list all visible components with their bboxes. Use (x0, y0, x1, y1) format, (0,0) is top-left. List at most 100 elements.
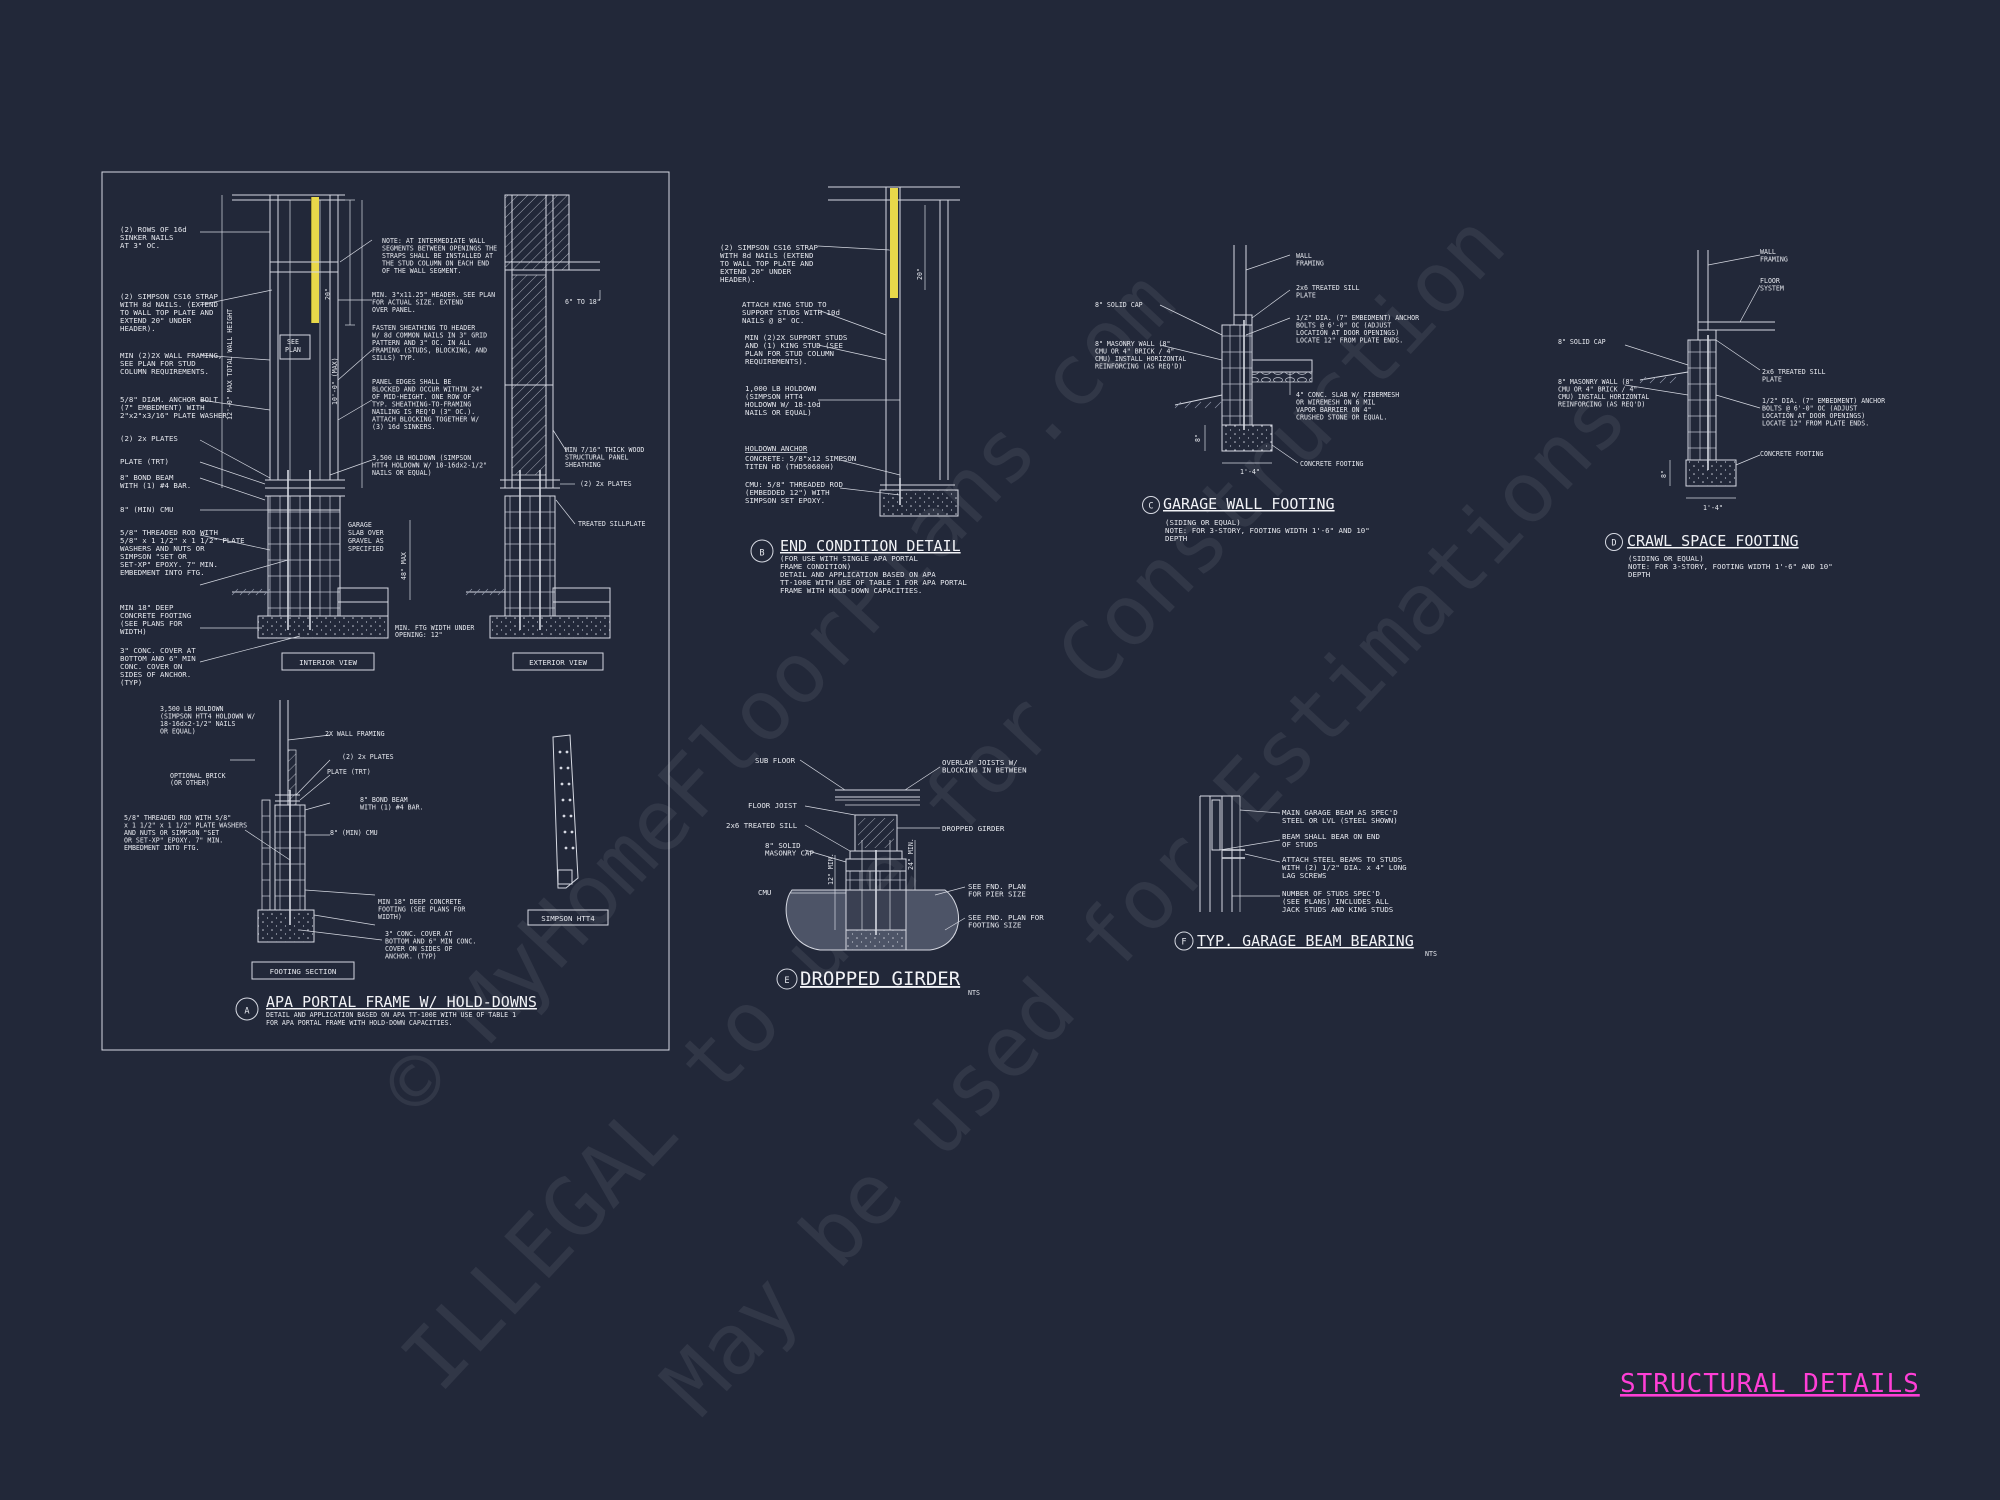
detail-b-note-20: (EMBEDDED 12") WITH (745, 488, 830, 497)
detail-e-note-8: CMU (758, 888, 771, 897)
detail-f-garage-beam-bearing-drawing (1199, 795, 1281, 912)
detail-a-note-left-28: WIDTH) (120, 627, 147, 636)
detail-d-desc-2: DEPTH (1628, 570, 1650, 579)
detail-a-note-mid-2: STRAPS SHALL BE INSTALLED AT (382, 252, 493, 260)
detail-b-desc-4: FRAME WITH HOLD-DOWN CAPACITIES. (780, 586, 922, 595)
detail-a-note-footing-20: 3" CONC. COVER AT (385, 930, 453, 938)
detail-a-desc-1: DETAIL AND APPLICATION BASED ON APA TT-1… (266, 1011, 516, 1019)
detail-a-see-plan-1: PLAN (285, 346, 301, 354)
detail-b-note-12: 1,000 LB HOLDOWN (745, 384, 816, 393)
detail-c-note-4: 1/2" DIA. (7" EMBEDMENT) ANCHOR (1296, 314, 1419, 322)
detail-a-note-left-26: CONCRETE FOOTING (120, 611, 191, 620)
detail-c-note-13: 8" SOLID CAP (1095, 301, 1143, 309)
detail-f-scale: NTS (1425, 950, 1437, 958)
detail-f-tag: F (1181, 938, 1186, 948)
detail-c-note-9: OR WIREMESH ON 6 MIL (1296, 399, 1375, 407)
detail-f-note-2: BEAM SHALL BEAR ON END (1282, 832, 1380, 841)
detail-b-note-0: (2) SIMPSON CS16 STRAP (720, 243, 818, 252)
simpson-htt4-drawing (527, 734, 609, 926)
detail-e-dropped-girder-drawing (785, 759, 966, 951)
detail-a-note-ext-3: (2) 2x PLATES (580, 480, 632, 488)
annotation-text-layer: STRUCTURAL DETAILS(2) ROWS OF 16dSINKER … (120, 225, 1920, 1399)
detail-f-tag-circle (1174, 931, 1194, 951)
detail-a-desc-2: FOR APA PORTAL FRAME WITH HOLD-DOWN CAPA… (266, 1019, 453, 1027)
detail-a-note-left-33: (TYP) (120, 678, 142, 687)
detail-d-crawl-space-footing-drawing (1624, 250, 1775, 499)
detail-a-note-mid-3: THE STUD COLUMN ON EACH END (382, 260, 489, 268)
detail-a-note-mid-6: FOR ACTUAL SIZE. EXTEND (372, 299, 463, 307)
detail-a-note-left-31: CONC. COVER ON (120, 662, 182, 671)
detail-a-note-left-12: (7" EMBEDMENT) WITH (120, 403, 205, 412)
detail-b-desc-1: FRAME CONDITION) (780, 562, 851, 571)
detail-f-note-6: LAG SCREWS (1282, 871, 1327, 880)
detail-d-desc-0: (SIDING OR EQUAL) (1628, 554, 1704, 563)
detail-d-note-7: BOLTS @ 6'-0" OC (ADJUST (1762, 405, 1857, 413)
detail-a-dim-10ft: 10'-0" (MAX) (331, 357, 339, 405)
detail-b-desc-2: DETAIL AND APPLICATION BASED ON APA (780, 570, 936, 579)
detail-c-dim-d: 8" (1194, 434, 1202, 442)
detail-b-note-14: HOLDOWN W/ 18-10d (745, 400, 821, 409)
detail-b-dim-20: 20" (916, 268, 924, 280)
detail-e-note-5: DROPPED GIRDER (942, 824, 1005, 833)
detail-a-hardware-label: SIMPSON HTT4 (541, 914, 595, 923)
detail-a-note-mid-20: 3,500 LB HOLDOWN (SIMPSON (372, 454, 471, 462)
detail-b-note-11: REQUIREMENTS). (745, 357, 807, 366)
detail-a-note-footing-4: OPTIONAL BRICK (170, 772, 226, 780)
detail-d-desc-1: NOTE: FOR 3-STORY, FOOTING WIDTH 1'-6" A… (1628, 562, 1833, 571)
detail-d-note-8: LOCATION AT DOOR OPENINGS) (1762, 412, 1865, 420)
detail-a-note-ext-0: MIN 7/16" THICK WOOD (565, 446, 644, 454)
detail-b-title: END CONDITION DETAIL (780, 537, 961, 555)
detail-c-note-15: CMU OR 4" BRICK / 4" (1095, 348, 1174, 356)
detail-b-desc-0: (FOR USE WITH SINGLE APA PORTAL (780, 554, 918, 563)
detail-e-note-6: 8" SOLID (765, 841, 801, 850)
detail-d-dim-w: 1'-4" (1703, 504, 1723, 512)
detail-b-note-21: SIMPSON SET EPOXY. (745, 496, 825, 505)
detail-a-note-mid-11: FRAMING (STUDS, BLOCKING, AND (372, 347, 487, 355)
detail-c-desc-0: (SIDING OR EQUAL) (1165, 518, 1241, 527)
detail-a-note-left-0: (2) ROWS OF 16d (120, 225, 187, 234)
detail-a-title: APA PORTAL FRAME W/ HOLD-DOWNS (266, 993, 537, 1011)
detail-a-note-mid-12: SILLS) TYP. (372, 354, 416, 362)
detail-a-note-left-25: MIN 18" DEEP (120, 603, 174, 612)
detail-b-note-17: CONCRETE: 5/8"x12 SIMPSON (745, 454, 856, 463)
detail-a-note-footing-18: FOOTING (SEE PLANS FOR (378, 906, 465, 914)
detail-c-note-1: FRAMING (1296, 260, 1324, 268)
detail-d-dim-d: 8" (1660, 470, 1668, 478)
detail-a-garage-note-3: SPECIFIED (348, 545, 384, 553)
detail-f-note-9: JACK STUDS AND KING STUDS (1282, 905, 1393, 914)
detail-d-note-14: CMU) INSTALL HORIZONTAL (1558, 393, 1649, 401)
sheet-title: STRUCTURAL DETAILS (1620, 1369, 1920, 1399)
detail-a-note-left-8: MIN (2)2X WALL FRAMING, (120, 351, 222, 360)
detail-a-note-footing-19: WIDTH) (378, 913, 402, 921)
detail-b-note-1: WITH 8d NAILS (EXTEND (720, 251, 813, 260)
detail-e-dim-24: 24" MIN. (907, 838, 915, 870)
detail-c-note-0: WALL (1296, 252, 1312, 260)
detail-a-note-footing-12: (2) 2x PLATES (342, 753, 394, 761)
detail-a-note-footing-13: PLATE (TRT) (327, 768, 371, 776)
detail-a-dim-20: 20" (324, 288, 332, 300)
detail-a-note-footing-21: BOTTOM AND 6" MIN CONC. (385, 938, 476, 946)
detail-a-note-footing-6: 5/8" THREADED ROD WITH 5/8" (124, 814, 231, 822)
detail-b-note-19: CMU: 5/8" THREADED ROD (745, 480, 843, 489)
detail-a-note-mid-0: NOTE: AT INTERMEDIATE WALL (382, 237, 485, 245)
detail-d-note-11: 8" SOLID CAP (1558, 338, 1606, 346)
detail-c-tag: C (1148, 502, 1153, 512)
detail-d-note-10: CONCRETE FOOTING (1760, 450, 1824, 458)
detail-f-note-4: ATTACH STEEL BEAMS TO STUDS (1282, 855, 1402, 864)
detail-b-tag-circle (750, 539, 774, 563)
detail-a-garage-note-2: GRAVEL AS (348, 537, 384, 545)
detail-a-note-left-16: 8" BOND BEAM (120, 473, 174, 482)
detail-c-garage-wall-footing-drawing (1159, 245, 1313, 464)
detail-a-note-mid-13: PANEL EDGES SHALL BE (372, 378, 451, 386)
detail-a-note-left-20: 5/8" x 1 1/2" x 1 1/2" PLATE (120, 536, 245, 545)
detail-f-title: TYP. GARAGE BEAM BEARING (1197, 932, 1414, 950)
detail-a-note-left-19: 5/8" THREADED ROD WITH (120, 528, 218, 537)
detail-a-see-plan-0: SEE (287, 338, 299, 346)
detail-e-note-7: MASONRY CAP (765, 849, 814, 858)
detail-c-note-5: BOLTS @ 6'-0" OC (ADJUST (1296, 322, 1391, 330)
detail-a-dim-12ft: 12'-0" MAX TOTAL WALL HEIGHT (226, 309, 234, 420)
detail-b-end-condition-drawing (817, 186, 960, 517)
detail-a-footing-label: FOOTING SECTION (270, 967, 337, 976)
detail-a-note-mid-14: BLOCKED AND OCCUR WITHIN 24" (372, 386, 483, 394)
detail-e-note-0: SUB FLOOR (755, 756, 796, 765)
